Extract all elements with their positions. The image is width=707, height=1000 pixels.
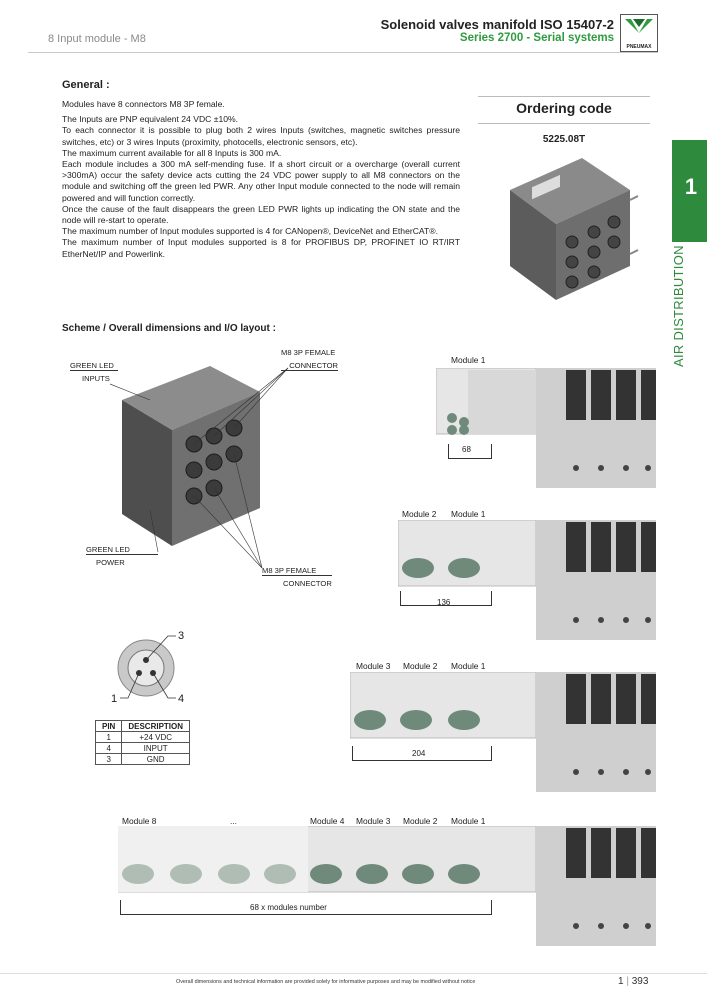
pin-cell: 3 (94, 753, 123, 765)
assembly-3-label-module-2: Module 2 (403, 661, 438, 671)
pin-table-header-description: DESCRIPTION (121, 720, 191, 732)
general-paragraph-1: Modules have 8 connectors M8 3P female. (62, 99, 225, 109)
assembly-8-label-module-3: Module 3 (356, 816, 391, 826)
header-rule (28, 52, 658, 53)
assembly-8-label-module-4: Module 4 (310, 816, 345, 826)
ordering-code: 5225.08T (542, 134, 586, 145)
page-section: 1 (618, 976, 624, 987)
assembly-3-dimension: 204 (412, 749, 426, 758)
callout-green-led-inputs-2: INPUTS (82, 374, 110, 383)
connector-pinout-diagram (117, 635, 176, 699)
description-cell: GND (121, 753, 191, 765)
brand-logo: PNEUMAX (620, 14, 658, 52)
assembly-8-drawing (117, 825, 656, 946)
pin-table-header-pin: PIN (94, 720, 123, 732)
general-heading: General : (62, 79, 110, 91)
chapter-tab (672, 140, 707, 242)
assembly-1-dimension-line (448, 444, 492, 459)
general-text: Modules have 8 connectors M8 3P female. … (62, 99, 460, 264)
pin-table: PIN DESCRIPTION 1 +24 VDC 4 INPUT 3 GND (94, 720, 191, 765)
chapter-label: AIR DISTRIBUTION (671, 245, 686, 367)
callout-m8-bottom-2: CONNECTOR (283, 579, 332, 588)
page-number-value: 393 (631, 976, 649, 987)
assembly-8-label-module-8: Module 8 (122, 816, 157, 826)
assembly-3-drawing (349, 671, 656, 792)
assembly-2-drawing (397, 519, 656, 640)
footer-note: Overall dimensions and technical informa… (176, 979, 476, 985)
ordering-box (478, 96, 650, 124)
callout-m8-bottom-1: M8 3P FEMALE (262, 566, 332, 576)
pin-label-1: 1 (111, 693, 118, 705)
assembly-2-dimension-line (400, 591, 492, 606)
assembly-3-label-module-3: Module 3 (356, 661, 391, 671)
assembly-1-drawing (435, 367, 656, 488)
ordering-title: Ordering code (516, 100, 612, 116)
section-title: 8 Input module - M8 (48, 33, 146, 45)
assembly-8-label-module-2: Module 2 (403, 816, 438, 826)
assembly-3-label-module-1: Module 1 (451, 661, 486, 671)
pin-cell: 1 (94, 731, 123, 743)
callout-green-led-power-2: POWER (96, 558, 125, 567)
assembly-2-dimension: 136 (437, 598, 451, 607)
product-image (510, 158, 639, 300)
callout-m8-top-1: M8 3P FEMALE (281, 348, 336, 357)
assembly-2-label-module-2: Module 2 (402, 509, 437, 519)
scheme-heading: Scheme / Overall dimensions and I/O layo… (62, 323, 276, 334)
description-cell: INPUT (121, 742, 191, 754)
pin-cell: 4 (94, 742, 123, 754)
callout-green-led-inputs-1: GREEN LED (70, 361, 118, 371)
module-scheme-drawing (110, 366, 289, 569)
description-cell: +24 VDC (121, 731, 191, 743)
page-title: Solenoid valves manifold ISO 15407-2 (380, 17, 614, 32)
page-number: 1 | 393 (618, 976, 649, 987)
general-paragraph-2: The Inputs are PNP equivalent 24 VDC ±10… (62, 114, 460, 259)
logo-text: PNEUMAX (626, 44, 652, 50)
chapter-number: 1 (684, 174, 698, 199)
assembly-3-dimension-line (352, 746, 492, 761)
pin-label-4: 4 (178, 693, 185, 705)
assembly-2-label-module-1: Module 1 (451, 509, 486, 519)
table-row: 4 INPUT (94, 742, 191, 754)
assembly-8-dimension-line (120, 900, 492, 915)
footer-rule (0, 973, 707, 974)
table-row: 1 +24 VDC (94, 731, 191, 743)
callout-green-led-power-1: GREEN LED (86, 545, 158, 555)
callout-m8-top-2: CONNECTOR (281, 361, 338, 371)
pin-label-3: 3 (178, 630, 185, 642)
assembly-1-label-module-1: Module 1 (451, 355, 486, 365)
assembly-8-label-ellipsis: ... (230, 816, 237, 826)
table-row: 3 GND (94, 753, 191, 765)
page-subtitle: Series 2700 - Serial systems (459, 32, 614, 44)
assembly-1-dimension: 68 (462, 445, 471, 454)
assembly-8-dimension: 68 x modules number (250, 903, 327, 912)
assembly-8-label-module-1: Module 1 (451, 816, 486, 826)
